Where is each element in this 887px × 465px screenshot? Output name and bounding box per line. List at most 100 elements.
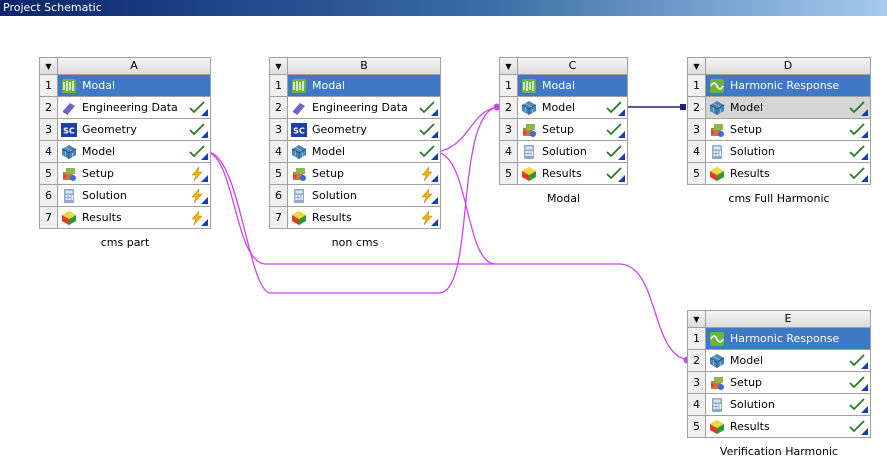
system-menu-dropdown-icon[interactable]: ▼ [500,58,518,74]
system-header[interactable]: ▼C [499,57,628,75]
system-caption[interactable]: Verification Harmonic [719,445,839,458]
cell-model[interactable]: Model [58,141,210,162]
harmonic-response-icon [709,78,725,94]
cell-solution[interactable]: Solution [288,185,440,206]
cell-label: Model [82,145,116,158]
cell-setup[interactable]: Setup [706,372,870,393]
cell-solution[interactable]: Solution [706,141,870,162]
cell-setup[interactable]: Setup [288,163,440,184]
cell-results[interactable]: Results [288,207,440,228]
row-number: 4 [500,141,518,162]
row-number: 3 [270,119,288,140]
cell-corner-arrow-icon [201,175,208,182]
update-required-bolt-icon [418,187,436,204]
system-caption[interactable]: cms part [100,236,150,249]
cell-corner-arrow-icon [861,153,868,160]
cell-results[interactable]: Results [58,207,210,228]
system-caption[interactable]: cms Full Harmonic [728,192,830,205]
cell-modal[interactable]: Modal [518,75,627,96]
cell-results[interactable]: Results [518,163,627,184]
system-menu-dropdown-icon[interactable]: ▼ [688,311,706,327]
system-caption[interactable]: non cms [331,236,379,249]
modal-icon [521,78,537,94]
cell-label: Harmonic Response [730,79,840,92]
cell-label: Results [542,167,582,180]
system-header[interactable]: ▼B [269,57,441,75]
cell-solution[interactable]: Solution [58,185,210,206]
row-number: 6 [270,185,288,206]
cell-harmonic-response[interactable]: Harmonic Response [706,328,870,349]
system-menu-dropdown-icon[interactable]: ▼ [40,58,58,74]
cell-modal[interactable]: Modal [288,75,440,96]
modal-icon [61,78,77,94]
cell-engineering-data[interactable]: Engineering Data [58,97,210,118]
cell-model[interactable]: Model [288,141,440,162]
cell-results[interactable]: Results [706,416,870,437]
cell-modal[interactable]: Modal [58,75,210,96]
row-number: 3 [688,372,706,393]
cell-corner-arrow-icon [618,175,625,182]
model-icon [709,353,725,369]
system-caption[interactable]: Modal [547,192,580,205]
cell-label: Model [730,354,764,367]
cell-setup[interactable]: Setup [58,163,210,184]
cell-results[interactable]: Results [706,163,870,184]
cell-model[interactable]: Model [706,97,870,118]
system-header[interactable]: ▼E [687,310,871,328]
system-header[interactable]: ▼D [687,57,871,75]
cell-engineering-data[interactable]: Engineering Data [288,97,440,118]
cell-model[interactable]: Model [518,97,627,118]
cell-corner-arrow-icon [618,153,625,160]
up-to-date-check-icon [418,100,436,116]
solution-icon [521,144,537,160]
cell-setup[interactable]: Setup [706,119,870,140]
cell-label: Geometry [82,123,137,136]
row-number: 3 [500,119,518,140]
system-menu-dropdown-icon[interactable]: ▼ [270,58,288,74]
update-required-bolt-icon [188,187,206,204]
cell-setup[interactable]: Setup [518,119,627,140]
system-menu-dropdown-icon[interactable]: ▼ [688,58,706,74]
cell-solution[interactable]: Solution [706,394,870,415]
cell-model[interactable]: Model [706,350,870,371]
cell-solution[interactable]: Solution [518,141,627,162]
cell-harmonic-response[interactable]: Harmonic Response [706,75,870,96]
system-header[interactable]: ▼A [39,57,211,75]
